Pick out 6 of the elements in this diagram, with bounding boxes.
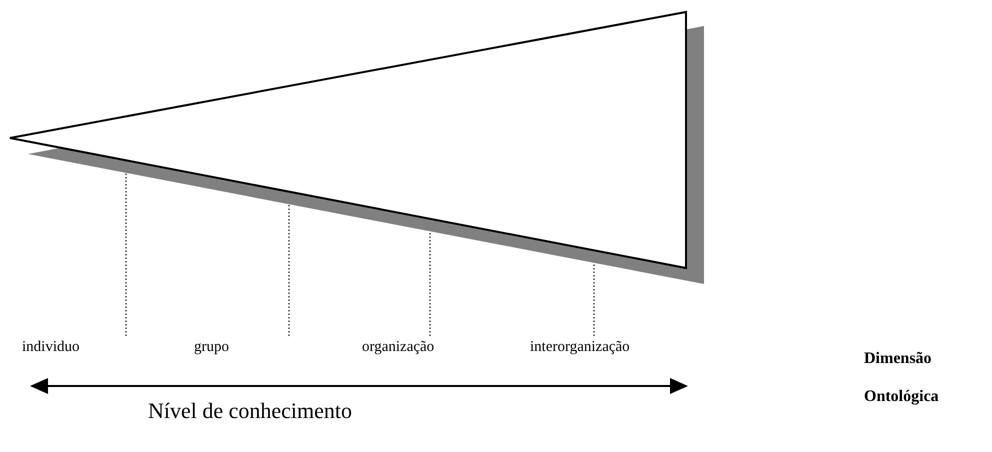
axis-label: interorganização	[530, 338, 630, 356]
axis-label: organização	[362, 338, 434, 356]
axis-title: Nível de conhecimento	[148, 398, 352, 424]
axis-title: Dimensão Ontológica	[864, 349, 940, 407]
axis-label: individuo	[22, 338, 80, 356]
axis-label: grupo	[194, 338, 229, 356]
